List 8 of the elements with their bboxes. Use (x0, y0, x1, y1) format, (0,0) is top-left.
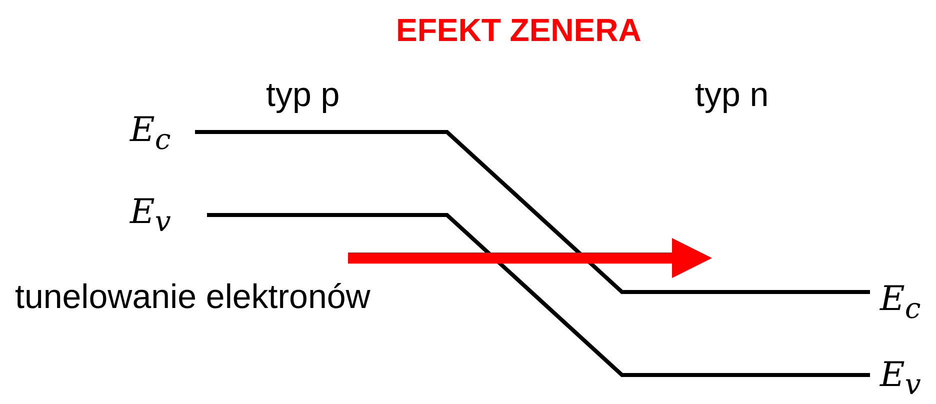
region-label: typ p (266, 78, 340, 112)
band-label: E$_{c}$ (880, 282, 921, 324)
annotation-text: tunelowanie elektronów (15, 280, 370, 314)
region-label: typ n (695, 78, 769, 112)
band-label: E$_{v}$ (880, 358, 921, 400)
band-label: E$_{c}$ (130, 113, 171, 154)
band-label: E$_{v}$ (130, 195, 171, 236)
diagram-title: EFEKT ZENERA (396, 14, 642, 46)
